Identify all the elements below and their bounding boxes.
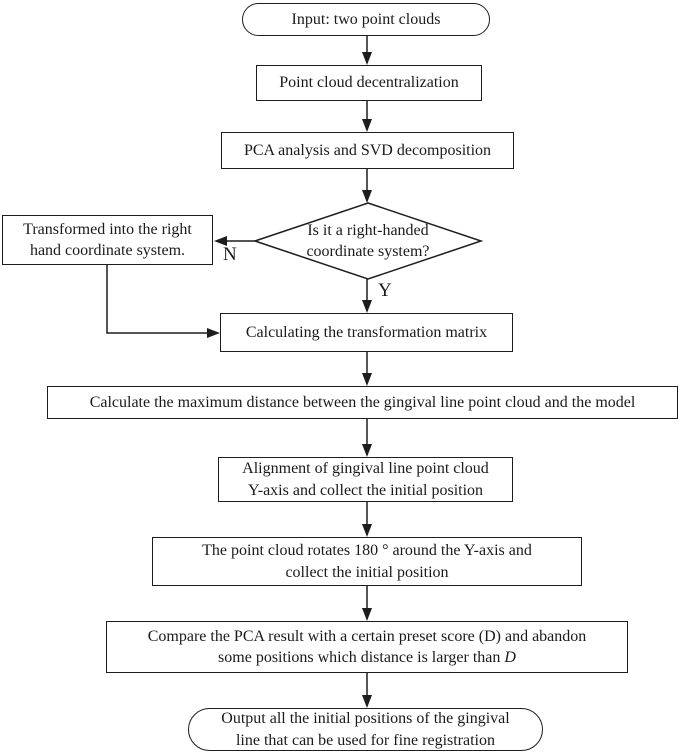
rotate-180-line2: collect the initial position	[285, 563, 449, 581]
node-input: Input: two point clouds	[242, 3, 490, 36]
node-decentralization-label: Point cloud decentralization	[279, 74, 459, 92]
compare-preset-line2-variable: D	[504, 649, 516, 666]
node-alignment: Alignment of gingival line point cloud Y…	[218, 457, 513, 502]
output-line2: line that can be used for fine registrat…	[235, 731, 495, 749]
node-pca-svd-label: PCA analysis and SVD decomposition	[243, 141, 492, 159]
edge-label-yes: Y	[378, 280, 392, 301]
node-transformation-matrix: Calculating the transformation matrix	[220, 313, 513, 352]
transformation-matrix-label: Calculating the transformation matrix	[245, 323, 488, 341]
compare-preset-line2-text: some positions which distance is larger …	[218, 649, 505, 666]
edge-decision-yes	[362, 279, 372, 313]
node-pca-svd: PCA analysis and SVD decomposition	[221, 132, 514, 169]
node-compare-preset: Compare the PCA result with a certain pr…	[106, 621, 628, 673]
edge-matrix-to-maxdistance	[362, 352, 372, 386]
node-max-distance: Calculate the maximum distance between t…	[47, 386, 678, 419]
output-line1: Output all the initial positions of the …	[221, 710, 510, 728]
edge-maxdistance-to-alignment	[362, 419, 372, 457]
transform-right-hand-line1: Transformed into the right	[23, 220, 192, 238]
edge-pca-to-decision	[362, 169, 372, 203]
node-decision-right-handed: Is it a right-handed coordinate system?	[268, 214, 468, 268]
node-output: Output all the initial positions of the …	[188, 708, 543, 751]
decision-line2: coordinate system?	[306, 243, 430, 260]
rotate-180-line1: The point cloud rotates 180 ° around the…	[202, 542, 532, 560]
edge-rotate-to-compare	[362, 586, 372, 621]
max-distance-label: Calculate the maximum distance between t…	[89, 393, 636, 411]
edge-label-no: N	[223, 244, 237, 265]
transform-right-hand-line2: hand coordinate system.	[29, 242, 186, 259]
node-transform-right-hand: Transformed into the right hand coordina…	[2, 215, 213, 265]
edge-transform-to-matrix	[106, 265, 220, 338]
node-decentralization: Point cloud decentralization	[256, 65, 482, 101]
edge-compare-to-output	[362, 673, 372, 708]
edge-input-to-decentralization	[362, 36, 372, 65]
compare-preset-line1: Compare the PCA result with a certain pr…	[147, 627, 587, 645]
node-input-label: Input: two point clouds	[291, 10, 441, 28]
decision-line1: Is it a right-handed	[307, 221, 429, 239]
node-rotate-180: The point cloud rotates 180 ° around the…	[152, 537, 582, 586]
decision-diamond-shape	[252, 202, 484, 280]
edge-decision-no	[214, 236, 255, 246]
edge-decentralization-to-pca	[362, 101, 372, 132]
edge-alignment-to-rotate	[362, 502, 372, 537]
alignment-line1: Alignment of gingival line point cloud	[242, 460, 489, 478]
compare-preset-line2: some positions which distance is larger …	[218, 647, 516, 668]
alignment-line2: Y-axis and collect the initial position	[247, 481, 484, 499]
